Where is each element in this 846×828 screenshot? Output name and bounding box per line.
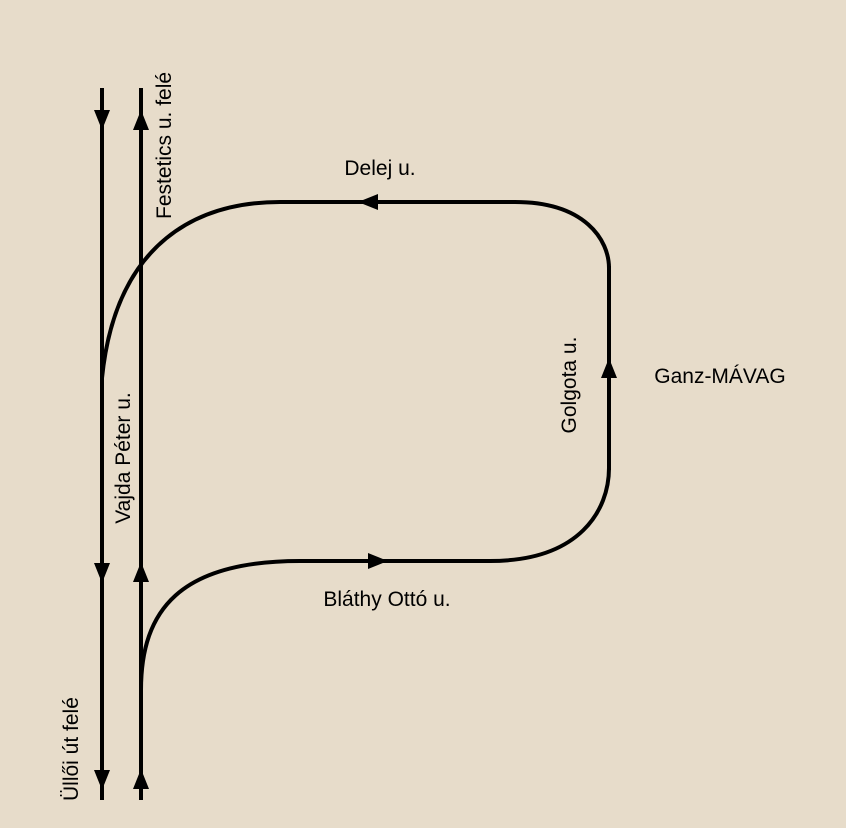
arrow-right-icon xyxy=(368,553,388,569)
arrow-left-icon xyxy=(358,194,378,210)
arrow-down-icon xyxy=(94,770,110,790)
track-blathy-curve xyxy=(139,467,611,691)
arrow-up-icon xyxy=(133,769,149,789)
label-blathy: Bláthy Ottó u. xyxy=(323,588,450,611)
label-ganz-mavag: Ganz-MÁVAG xyxy=(654,365,785,388)
label-ulloi: Üllői út felé xyxy=(60,697,83,801)
label-festetics: Festetics u. felé xyxy=(153,72,176,219)
direction-arrows xyxy=(94,110,617,790)
tracks xyxy=(100,88,611,800)
arrow-up-icon xyxy=(133,110,149,130)
street-labels: Festetics u. felé Delej u. Golgota u. Ga… xyxy=(60,72,786,801)
label-vajda-peter: Vajda Péter u. xyxy=(112,392,135,524)
arrow-down-icon xyxy=(94,110,110,130)
label-golgota: Golgota u. xyxy=(558,337,581,434)
arrow-down-icon xyxy=(94,563,110,583)
arrow-up-icon xyxy=(601,358,617,378)
track-delej-curve xyxy=(100,200,611,379)
label-delej: Delej u. xyxy=(344,157,415,180)
arrow-up-icon xyxy=(133,562,149,582)
